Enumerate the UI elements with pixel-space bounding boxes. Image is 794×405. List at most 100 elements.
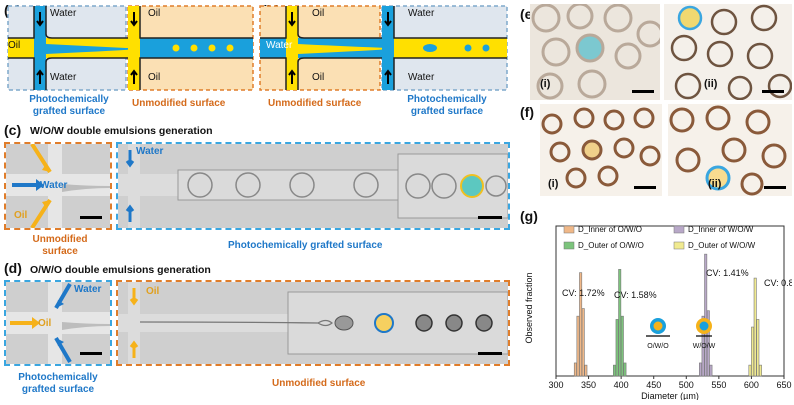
- legend-label: D_Inner of W/O/W: [688, 225, 754, 234]
- panel-c-scalebar-left: [80, 216, 102, 219]
- panel-c-micrograph-right: [118, 144, 508, 228]
- panel-f-ii-svg: [669, 105, 787, 196]
- legend-swatch: [673, 241, 685, 250]
- panel-e-sub-ii: (ii): [704, 78, 718, 90]
- histogram-bar: [573, 362, 577, 377]
- cv-label: CV: 0.83%: [764, 278, 792, 288]
- panel-f-ii-micrograph: [668, 104, 792, 196]
- panel-c-micrograph-left: [6, 144, 110, 228]
- panel-d-unmodified-box: [116, 280, 510, 366]
- x-axis-label: Diameter (µm): [641, 391, 699, 400]
- panel-a-water-bottom: Water: [50, 72, 77, 83]
- panel-a-oil-bottom-right: Oil: [148, 72, 161, 83]
- panel-e-ii-micrograph: [664, 4, 793, 101]
- panel-a-caption-unmodified: Unmodified surface: [132, 98, 226, 109]
- histogram-bar: [576, 315, 580, 377]
- y-axis-label: Observed fraction: [524, 272, 534, 343]
- plot-frame: [555, 225, 785, 377]
- legend-swatch: [673, 225, 685, 234]
- panel-e-i-scalebar: [632, 90, 654, 93]
- histogram-bar: [709, 364, 713, 377]
- wow-droplet-icon-inner: [699, 321, 709, 331]
- panel-a-oil-top-right: Oil: [148, 8, 161, 19]
- panel-d-grafted-box: [4, 280, 112, 366]
- panel-label-c: (c): [4, 122, 22, 138]
- cv-label: CV: 1.72%: [562, 288, 605, 298]
- panel-b-svg: [259, 5, 508, 91]
- histogram-bar: [753, 277, 757, 377]
- panel-e-ii-svg: [670, 4, 793, 101]
- panel-f-i-scalebar: [634, 186, 656, 189]
- panel-d-title: O/W/O double emulsions generation: [30, 264, 211, 276]
- panel-d-micrograph-left: [6, 282, 110, 364]
- panel-label-d: (d): [4, 260, 22, 276]
- x-tick-label: 450: [646, 380, 661, 390]
- panel-b-caption-unmodified: Unmodified surface: [268, 98, 362, 109]
- panel-b-schematic: [258, 4, 510, 92]
- panel-c-caption-unmodified: Unmodified surface: [32, 234, 88, 257]
- panel-c-water-arrow: Water: [136, 146, 164, 157]
- owo-icon-label: O/W/O: [647, 343, 669, 350]
- legend-swatch: [563, 225, 575, 234]
- panel-f-ii-scalebar: [764, 186, 786, 189]
- legend-label: D_Inner of O/W/O: [578, 225, 642, 234]
- panel-b-oil-bottom: Oil: [312, 72, 325, 83]
- legend-label: D_Outer of W/O/W: [688, 241, 756, 250]
- panel-d-right-svg: [118, 282, 508, 364]
- x-tick-label: 350: [581, 380, 596, 390]
- histogram-bar: [751, 326, 755, 377]
- wow-icon-label: W/O/W: [693, 343, 716, 350]
- panel-e-ii-scalebar: [762, 90, 784, 93]
- x-tick-label: 500: [679, 380, 694, 390]
- histogram-bar: [699, 362, 702, 377]
- panel-c-right-svg: [118, 144, 508, 228]
- x-tick-label: 400: [614, 380, 629, 390]
- panel-e-sub-i: (i): [540, 78, 551, 90]
- panel-f-sub-i: (i): [548, 178, 559, 190]
- panel-a-svg: [7, 5, 254, 91]
- x-tick-label: 550: [711, 380, 726, 390]
- panel-c-scalebar-right: [478, 216, 502, 219]
- panel-c-caption-grafted: Photochemically grafted surface: [228, 240, 383, 251]
- panel-e-i-micrograph: [530, 2, 664, 100]
- panel-d-scalebar-left: [80, 352, 102, 355]
- panel-c-oil: Oil: [14, 210, 28, 221]
- panel-a-water-top: Water: [50, 8, 77, 19]
- histogram-bar: [748, 364, 752, 377]
- panel-d-micrograph-right: [118, 282, 508, 364]
- x-tick-label: 300: [548, 380, 563, 390]
- histogram-bar: [613, 364, 616, 377]
- owo-droplet-icon-inner: [653, 321, 663, 331]
- histogram-bar: [706, 310, 710, 377]
- histogram-bar: [623, 362, 627, 377]
- panel-b-caption-grafted: Photochemically grafted surface: [407, 94, 487, 117]
- cv-label: CV: 1.58%: [614, 290, 657, 300]
- panel-f-i-micrograph: [540, 104, 662, 196]
- panel-b-water-bottom-right: Water: [408, 72, 435, 83]
- panel-label-f: (f): [520, 104, 534, 120]
- panel-c-water-center: Water: [40, 180, 68, 191]
- panel-d-scalebar-right: [478, 352, 502, 355]
- panel-d-left-svg: [6, 282, 110, 364]
- histogram-bar: [581, 308, 585, 377]
- panel-d-oil-center: Oil: [38, 318, 52, 329]
- panel-b-water-top-right: Water: [408, 8, 435, 19]
- x-tick-label: 600: [744, 380, 759, 390]
- histogram-bar: [584, 364, 588, 377]
- panel-c-unmodified-box: [4, 142, 112, 230]
- panel-c-title: W/O/W double emulsions generation: [30, 125, 213, 137]
- panel-d-water: Water: [74, 284, 102, 295]
- x-tick-label: 650: [776, 380, 791, 390]
- histogram-bar: [618, 269, 622, 377]
- histogram-bar: [758, 364, 762, 377]
- legend-swatch: [563, 241, 575, 250]
- panel-a-schematic: [6, 4, 256, 92]
- histogram-bar: [620, 315, 624, 377]
- panel-d-oil-right: Oil: [146, 286, 160, 297]
- panel-e-i-svg: [531, 2, 664, 100]
- legend-label: D_Outer of O/W/O: [578, 241, 644, 250]
- panel-b-oil-top: Oil: [312, 8, 325, 19]
- histogram-bar: [756, 319, 760, 377]
